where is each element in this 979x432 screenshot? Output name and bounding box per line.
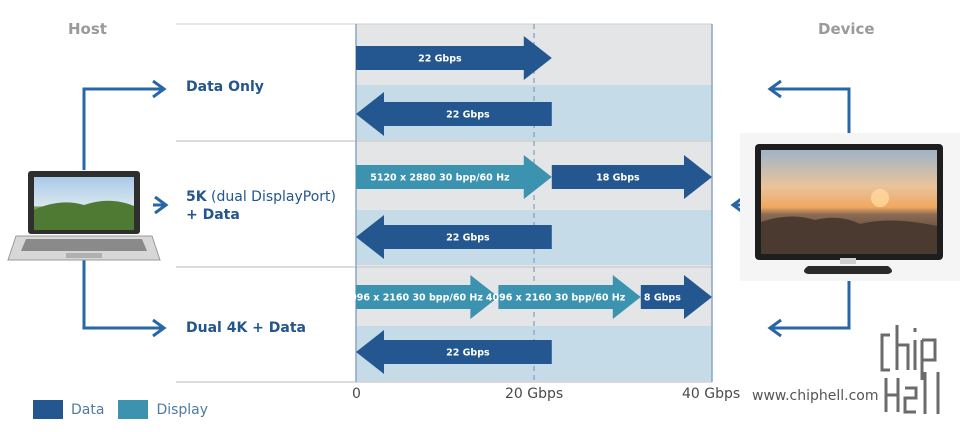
arrow-right-icon [152, 318, 167, 338]
laptop-icon [7, 171, 161, 261]
axis-tick-20: 20 Gbps [505, 386, 564, 402]
row-2-label-bold: Dual 4K + Data [186, 320, 306, 336]
bandwidth-arrow-display [356, 155, 552, 199]
arrow-left-icon [767, 318, 782, 338]
bandwidth-arrow-label: 22 Gbps [446, 233, 490, 244]
row-1-label-light: (dual DisplayPort) [206, 189, 337, 205]
bandwidth-arrow-label: 22 Gbps [446, 110, 490, 121]
bandwidth-arrow-data [551, 155, 712, 199]
axis-tick-40: 40 Gbps [682, 386, 741, 402]
arrow-heads-host [152, 79, 169, 338]
row-1-label-bold: 5K [186, 189, 207, 205]
bandwidth-arrow-display [356, 275, 499, 319]
arrow-left-icon [767, 79, 782, 99]
row-label-dual-4k: Dual 4K + Data [186, 319, 346, 337]
device-header: Device [818, 20, 875, 38]
row-0-label-bold: Data Only [186, 79, 264, 95]
bandwidth-arrow-label: 4096 x 2160 30 bpp/60 Hz [486, 293, 626, 304]
bandwidth-arrow-data [356, 36, 552, 80]
bandwidth-arrow-label: 22 Gbps [446, 348, 490, 359]
bandwidth-arrow-label: 8 Gbps [644, 293, 681, 304]
bandwidth-arrow-label: 18 Gbps [596, 173, 640, 184]
arrow-right-icon [154, 195, 169, 215]
legend-label-display: Display [156, 401, 209, 418]
bandwidth-arrow-data [640, 275, 712, 319]
bandwidth-arrow-data [356, 215, 552, 259]
bandwidth-arrow-data [356, 92, 552, 136]
bandwidth-arrow-label: 5120 x 2880 30 bpp/60 Hz [370, 173, 510, 184]
host-connectors [82, 87, 166, 330]
legend-swatch-display [118, 400, 149, 419]
axis-tick-0: 0 [352, 386, 361, 402]
legend-label-data: Data [71, 401, 105, 418]
bandwidth-arrow-label: 4096 x 2160 30 bpp/60 Hz [344, 293, 484, 304]
arrow-right-icon [152, 79, 167, 99]
bandwidth-arrow-display [498, 275, 641, 319]
bandwidth-arrow-label: 22 Gbps [418, 54, 462, 65]
legend: Data Display [33, 400, 208, 419]
watermark-site: www.chiphell.com [752, 388, 879, 404]
row-label-data-only: Data Only [186, 78, 346, 96]
legend-swatch-data [33, 400, 63, 419]
monitor-icon [740, 133, 960, 281]
bandwidth-arrow-data [356, 330, 552, 374]
row-label-5k: 5K (dual DisplayPort) + Data [186, 188, 351, 224]
host-header: Host [68, 20, 107, 38]
row-1-label-tail: + Data [186, 207, 240, 223]
